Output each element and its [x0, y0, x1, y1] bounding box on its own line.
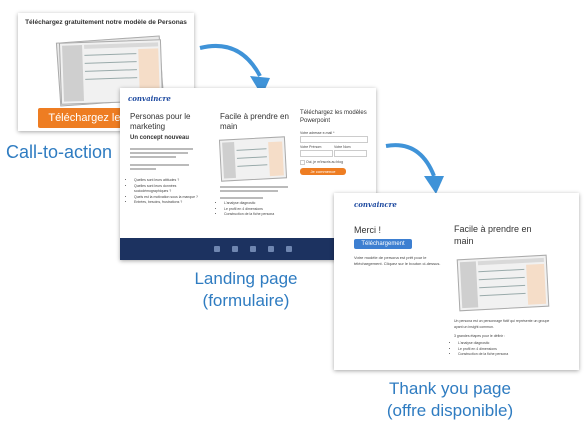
list-item: Construction de la fiche persona: [458, 352, 558, 358]
list-item: Construction de la fiche persona: [224, 212, 304, 218]
list-item: L'analyse diagnostic: [224, 201, 304, 207]
lastname-field[interactable]: [334, 150, 367, 157]
landing-caption-1: Landing page: [194, 269, 298, 288]
form-title: Téléchargez les modèles Powerpoint: [300, 110, 367, 124]
blog-checkbox[interactable]: [300, 160, 305, 165]
landing-footer: [120, 238, 376, 260]
lastname-label: Votre Nom: [334, 145, 351, 149]
persona-template-illustration: [456, 254, 550, 312]
flow-arrow-icon: [385, 143, 444, 194]
checkbox-label: Oui, je m'inscris au blog: [306, 160, 344, 164]
thankyou-heading-2: Facile à prendre en main: [454, 224, 532, 246]
cta-card: Téléchargez gratuitement notre modèle de…: [18, 13, 194, 131]
landing-steps-list: L'analyse diagnostic Le profil en 4 dime…: [214, 201, 304, 218]
list-item: Quels est la motivation sous la manque ?: [134, 195, 208, 201]
cta-caption: Call-to-action: [6, 142, 113, 162]
firstname-label: Votre Prénom: [300, 145, 322, 149]
list-item: Le profil en 4 dimensions: [458, 347, 558, 353]
landing-heading-1: Personas pour le marketing: [130, 112, 191, 131]
landing-caption-2: (formulaire): [202, 291, 290, 310]
email-label: Votre adresse e-mail *: [300, 131, 335, 135]
form-submit-button[interactable]: Je commence: [300, 168, 346, 175]
landing-mid-text: [220, 184, 292, 201]
thankyou-caption-1: Thank you page: [389, 379, 511, 398]
landing-subheading: Un concept nouveau: [130, 135, 190, 141]
thankyou-para-2: 3 grandes étapes pour le définir :: [454, 334, 506, 338]
list-item: Le profil en 4 dimensions: [224, 207, 304, 213]
thankyou-caption-2: (offre disponible): [386, 401, 514, 420]
list-item: L'analyse diagnostic: [458, 341, 558, 347]
firstname-field[interactable]: [300, 150, 333, 157]
thankyou-para: Un persona est un personnage fictif qui …: [454, 319, 550, 329]
landing-page-card: convaincre Personas pour le marketing Un…: [120, 88, 376, 260]
flow-arrow-icon: [199, 43, 270, 96]
social-icon[interactable]: [268, 246, 274, 252]
list-item: Entrées, besoins, frustrations ?: [134, 200, 208, 206]
thankyou-page-card: convaincre Merci ! Téléchargement Votre …: [334, 193, 579, 370]
social-icon[interactable]: [286, 246, 292, 252]
cta-title: Téléchargez gratuitement notre modèle de…: [25, 19, 187, 26]
thankyou-logo: convaincre: [354, 200, 397, 209]
landing-bullet-list: Quelles sont leurs attitudes ? Quelles s…: [124, 178, 208, 206]
landing-heading-2: Facile à prendre en main: [220, 112, 289, 131]
landing-intro-text: [130, 146, 196, 172]
list-item: Quelles sont leurs données sociodémograp…: [134, 184, 208, 195]
thankyou-steps-list: L'analyse diagnostic Le profil en 4 dime…: [448, 341, 558, 358]
persona-template-illustration: [218, 136, 288, 182]
thankyou-body-text: Votre modèle de persona est prêt pour le…: [354, 255, 441, 266]
landing-logo: convaincre: [128, 94, 171, 103]
social-icon[interactable]: [232, 246, 238, 252]
social-icon[interactable]: [214, 246, 220, 252]
thankyou-heading: Merci !: [354, 225, 381, 235]
download-button[interactable]: Téléchargement: [354, 239, 412, 249]
list-item: Quelles sont leurs attitudes ?: [134, 178, 208, 184]
social-icon[interactable]: [250, 246, 256, 252]
email-field[interactable]: [300, 136, 368, 143]
